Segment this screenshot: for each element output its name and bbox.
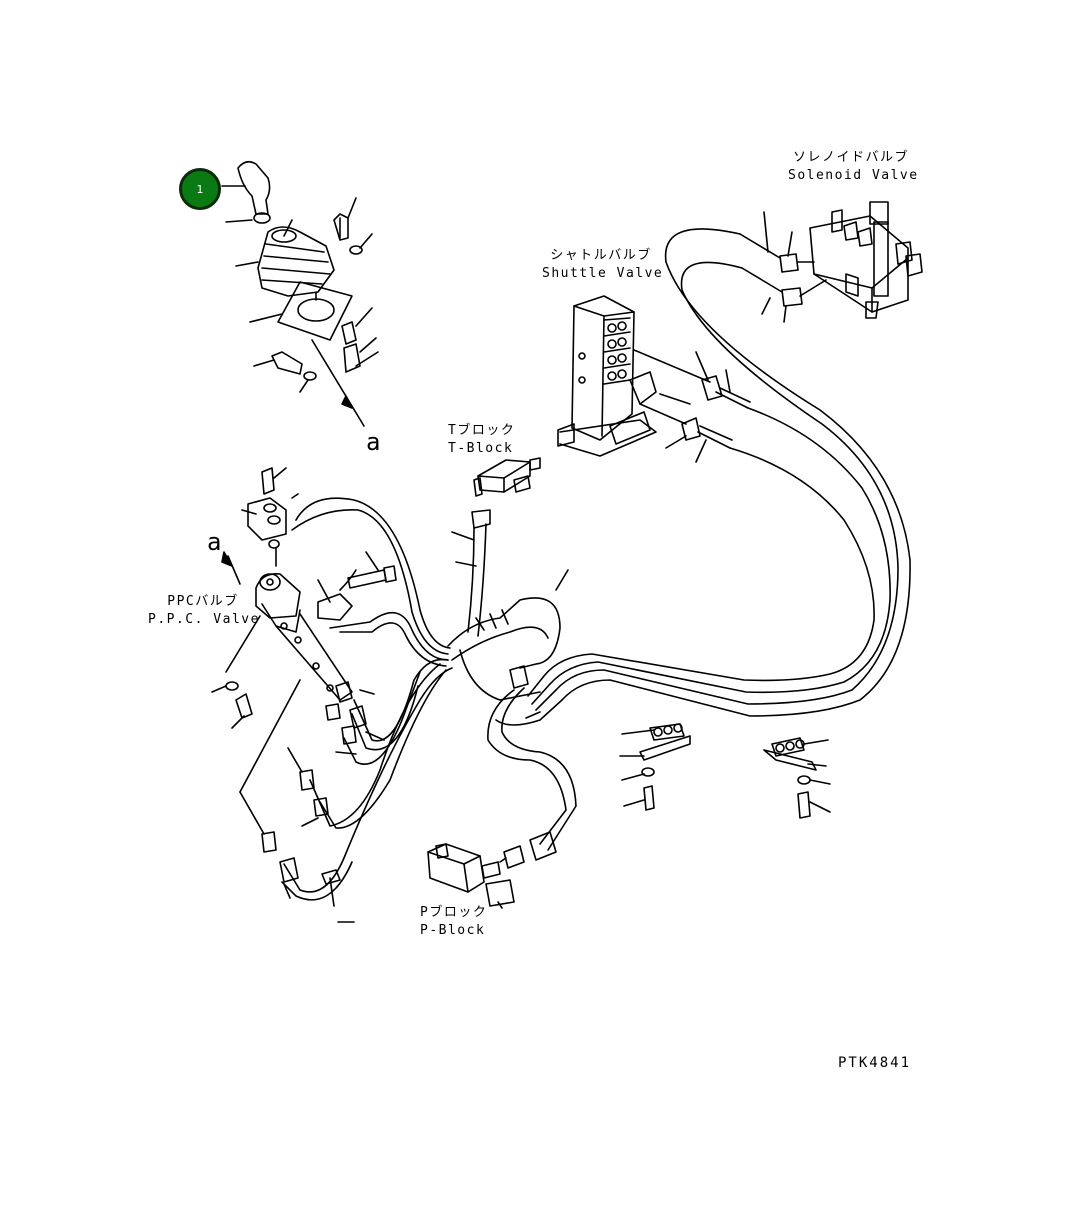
solenoid-valve-label: ソレノイドバルブ Solenoid Valve (788, 149, 919, 185)
shuttle-valve-label-en: Shuttle Valve (542, 266, 664, 281)
t-block-label-en: T-Block (448, 441, 514, 456)
t-block-hose (447, 509, 577, 869)
ppc-hose-bundle (239, 497, 453, 923)
clamp-set-right (763, 737, 831, 819)
p-block (427, 843, 515, 909)
t-block-label: Tブロック T-Block (448, 422, 515, 458)
part-callout-marker[interactable]: 1 (179, 168, 221, 210)
p-block-label: Pブロック P-Block (420, 904, 487, 940)
ppc-valve-label: PPCバルブ P.P.C. Valve (148, 593, 258, 629)
shuttle-valve-label: シャトルバルブ Shuttle Valve (542, 247, 664, 283)
solenoid-hose-bundle (495, 228, 911, 726)
view-a-label-top: a (366, 428, 381, 456)
drawing-reference-code: PTK4841 (838, 1055, 912, 1071)
ppc-valve-label-en: P.P.C. Valve (148, 612, 260, 627)
clamp-set-left (619, 723, 691, 811)
t-block (473, 457, 541, 497)
ppc-valve (211, 467, 397, 729)
solenoid-valve (739, 201, 923, 323)
solenoid-valve-label-jp: ソレノイドバルブ (792, 150, 909, 165)
p-block-label-jp: Pブロック (420, 905, 488, 920)
t-block-label-jp: Tブロック (448, 423, 516, 438)
solenoid-valve-label-en: Solenoid Valve (788, 168, 919, 183)
ppc-valve-label-jp: PPCバルブ (167, 594, 239, 609)
control-lever-assembly (221, 160, 379, 427)
shuttle-valve-label-jp: シャトルバルブ (550, 248, 652, 263)
p-block-label-en: P-Block (420, 923, 486, 938)
shuttle-valve (557, 295, 751, 463)
callout-number: 1 (196, 182, 204, 196)
view-a-label-ppc: a (207, 528, 222, 556)
